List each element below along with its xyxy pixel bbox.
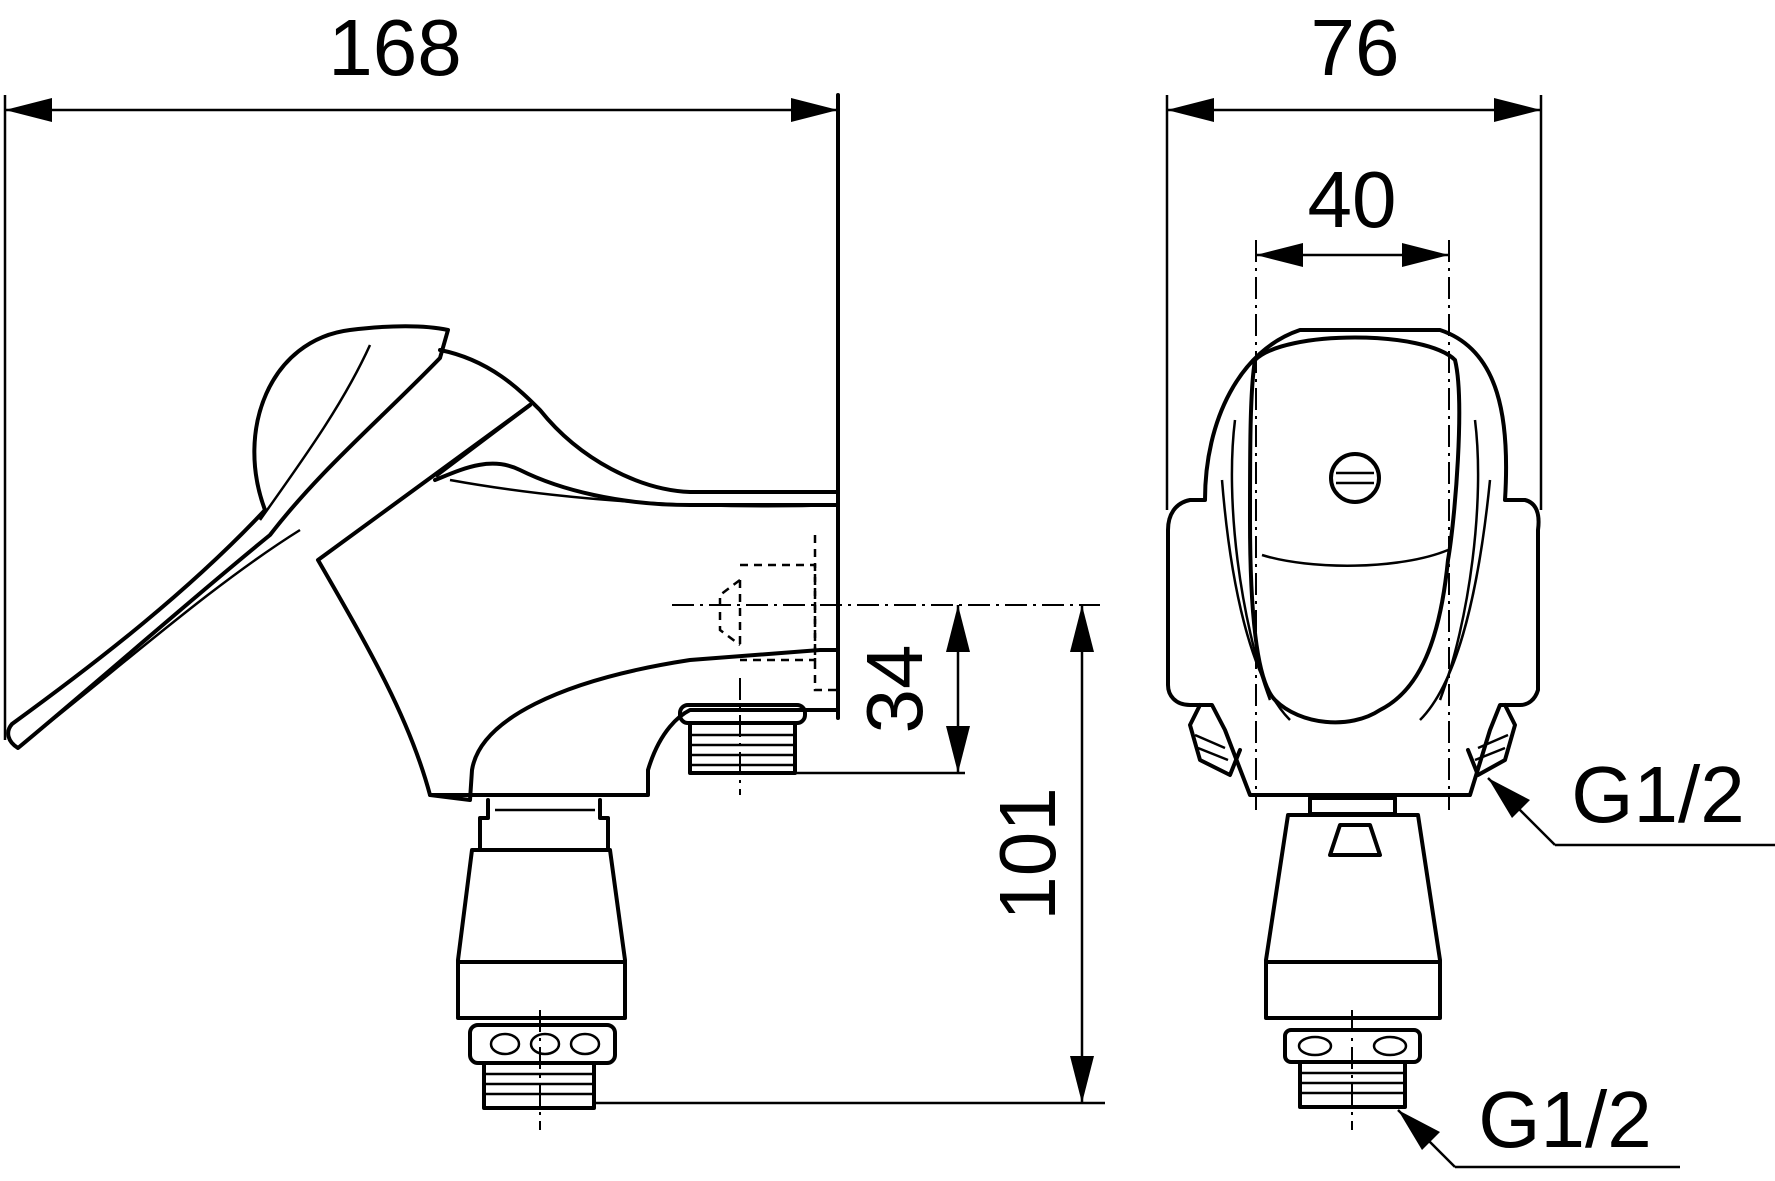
dimension-label-168: 168 [328,3,461,92]
mixer-body [316,403,840,802]
dimension-34: 34 [850,605,970,773]
leader-inlet-thread: G1/2 [1397,1075,1680,1169]
front-body-outline [1166,328,1541,797]
body-contour [1438,419,1480,701]
thread-label-inlet: G1/2 [1478,1075,1651,1164]
inlet-body [456,848,627,1020]
side-outlet-left [1188,703,1242,777]
body-bottom [428,708,840,797]
body-contour [1419,479,1492,721]
side-view [3,93,1105,1130]
lever-highlight [258,344,372,521]
dimension-label-40: 40 [1308,155,1397,244]
dimension-40: 40 [1256,155,1449,267]
indicator-screw [1329,452,1381,504]
body-contour [1230,419,1272,701]
outlet-nut [678,703,807,725]
leader-outlet-thread: G1/2 [1487,750,1775,847]
thread-lines [692,733,793,767]
dimension-76: 76 [1167,3,1541,122]
body-cap [433,348,840,507]
dimension-label-76: 76 [1311,3,1400,92]
dimension-168: 168 [5,3,838,122]
lever-contour [1261,548,1449,567]
hidden-connection [718,535,838,692]
front-inlet-body [1264,813,1442,1020]
body-contour [449,478,839,508]
thread-label-outlet: G1/2 [1571,750,1744,839]
outlet-thread [688,721,797,775]
dimension-label-101: 101 [983,787,1072,920]
base-collar [1308,796,1397,816]
dimension-label-34: 34 [850,645,939,734]
neck [478,798,610,852]
front-inlet-detail [1328,823,1382,857]
front-view [1165,95,1543,1130]
body-contour [1220,479,1291,721]
side-outlet-right [1466,703,1517,777]
lever-highlight [39,528,301,731]
dimension-101: 101 [983,605,1094,1103]
lever-handle [6,324,450,750]
front-lever-cap [1248,335,1462,725]
